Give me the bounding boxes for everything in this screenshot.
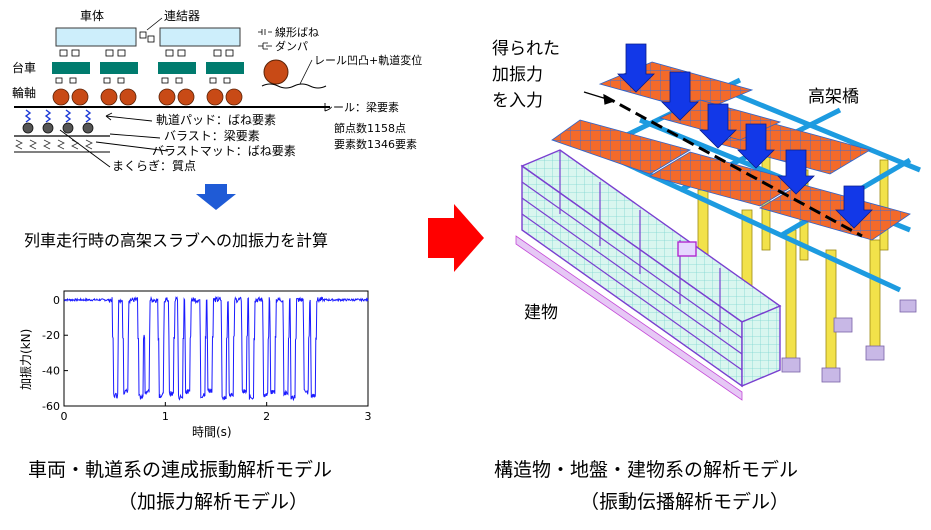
chart-series: [63, 295, 369, 402]
label-bridge: 高架橋: [808, 87, 859, 107]
vehicle-track-model: 車体 連結器 台車 輪軸: [12, 9, 422, 173]
ballast-mat-springs: [15, 139, 93, 150]
label-elements: 要素数1346要素: [334, 138, 417, 151]
label-nodes: 節点数1158点: [334, 121, 406, 135]
x-tick-label: 1: [162, 410, 169, 423]
rolling-wheel-icon: [263, 59, 289, 85]
chart-xlabel: 時間(s): [192, 425, 232, 439]
label-coupler: 連結器: [164, 9, 200, 23]
label-rail: レール：梁要素: [322, 100, 399, 114]
rail-irregularity-icon: [261, 83, 327, 89]
x-tick-label: 3: [365, 410, 372, 423]
label-rail-pad: 軌道パッド：ばね要素: [156, 112, 276, 127]
label-wheelset: 輪軸: [12, 85, 36, 100]
y-tick-label: -20: [42, 329, 60, 342]
label-car-body: 車体: [80, 9, 104, 23]
model-leader-arrows: [59, 112, 169, 168]
label-linear-spring: 線形ばね: [275, 25, 319, 39]
linear-spring-icon: [258, 29, 272, 35]
label-input-3: を入力: [492, 91, 543, 111]
car-body-right: [159, 27, 241, 47]
building-model: [515, 149, 782, 401]
excitation-force-chart: 0 1 2 3 0 -20 -40 -60 時間(s) 加振力(kN): [19, 290, 372, 439]
bogie-2: [100, 62, 138, 74]
calc-caption: 列車走行時の高架スラブへの加振力を計算: [24, 231, 328, 250]
bogie-1: [52, 62, 90, 74]
y-tick-label: -60: [42, 400, 60, 413]
label-sleeper: まくらぎ：質点: [112, 158, 196, 173]
y-tick-label: -40: [42, 365, 60, 378]
chart-plot-area: [63, 290, 369, 407]
right-title-sub: （振動伝播解析モデル）: [580, 491, 789, 513]
right-arrow-icon: [428, 204, 484, 272]
coupler-leader: [146, 17, 163, 31]
label-bogie: 台車: [12, 60, 36, 75]
label-rail-irregularity: レール凹凸+軌道変位: [314, 53, 422, 67]
irregularity-leader: [299, 59, 313, 85]
x-tick-label: 2: [263, 410, 270, 423]
bogie-4: [206, 62, 244, 74]
chart-ticks: 0 1 2 3 0 -20 -40 -60: [42, 294, 371, 423]
structure-model: 得られた 加振力 を入力 高架橋 建物: [492, 39, 921, 401]
label-ballast-mat: バラストマット：ばね要素: [152, 144, 296, 158]
damper-icon: [258, 42, 272, 50]
chart-ylabel: 加振力(kN): [19, 329, 33, 390]
sleeper-masses: [22, 122, 94, 134]
left-title-main: 車両・軌道系の連成振動解析モデル: [28, 459, 332, 481]
right-title-main: 構造物・地盤・建物系の解析モデル: [494, 459, 798, 481]
label-building: 建物: [524, 303, 558, 323]
label-input-2: 加振力: [492, 65, 543, 85]
rail-pad-springs: [24, 109, 92, 123]
primary-spring-icons: [55, 77, 231, 84]
label-damper: ダンパ: [275, 39, 308, 53]
coupler-icon: [139, 31, 155, 43]
suspension-icons: [59, 49, 234, 57]
left-title-sub: （加振力解析モデル）: [118, 491, 308, 513]
label-ballast: バラスト：梁要素: [164, 128, 260, 143]
force-arrow-icons: [617, 43, 873, 229]
down-arrow-icon: [196, 184, 236, 210]
wheel-icons: [52, 88, 243, 106]
x-tick-label: 0: [61, 410, 68, 423]
bogie-3: [158, 62, 196, 74]
force-series-line: [63, 295, 369, 402]
car-body-left: [55, 27, 137, 47]
y-tick-label: 0: [53, 294, 60, 307]
label-input-1: 得られた: [492, 39, 560, 59]
input-label-leader: [583, 91, 616, 105]
load-line: [603, 94, 863, 238]
